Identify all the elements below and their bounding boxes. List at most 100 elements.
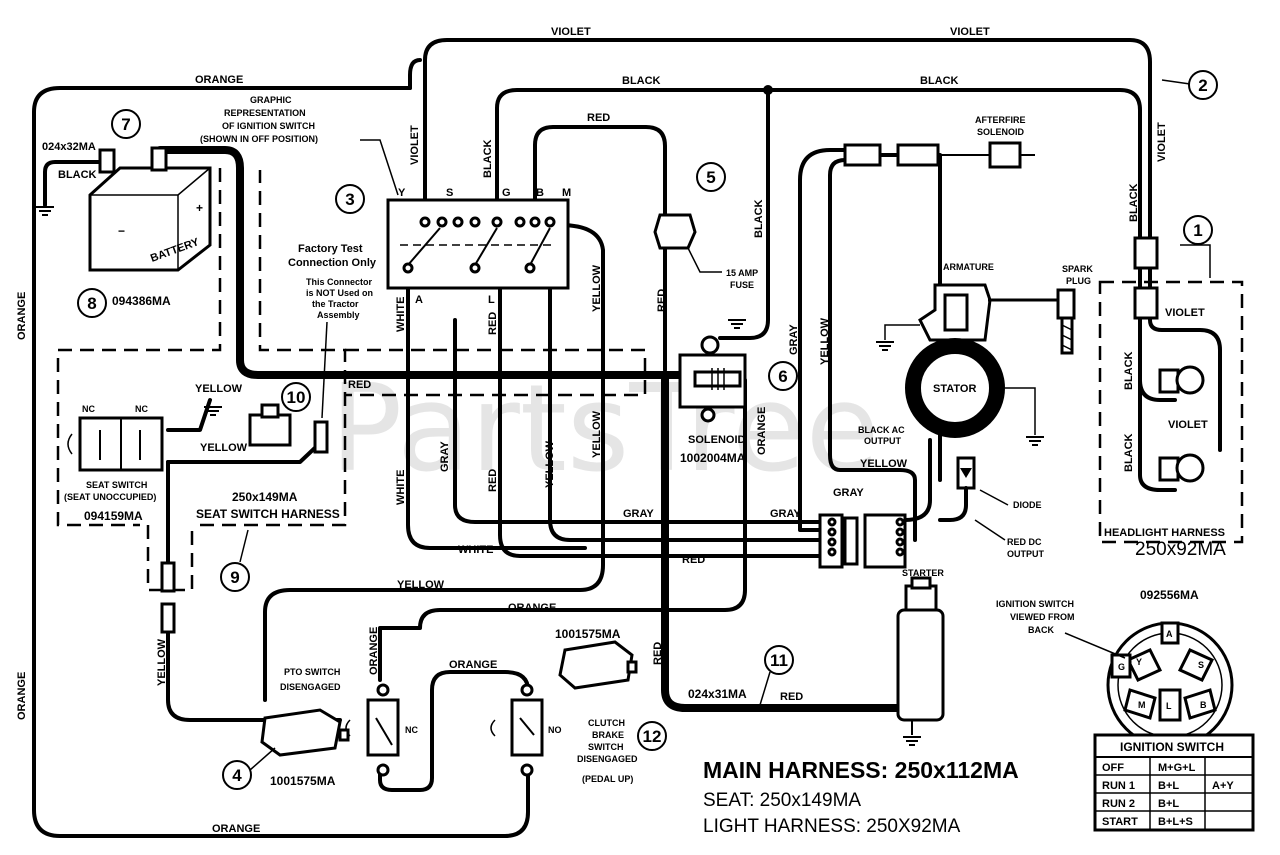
svg-text:3: 3 [345,190,354,209]
callout-3: 3 [335,184,365,214]
svg-text:12: 12 [643,727,662,746]
seat-plug-bottom [160,602,176,634]
red-dc-label-2: OUTPUT [1007,549,1045,559]
svg-text:11: 11 [770,651,788,670]
clutch-label-1: CLUTCH [588,718,625,728]
ground-symbol [903,736,921,746]
solenoid-label: SOLENOID [688,434,746,446]
label-red-starter-vert: RED [652,642,664,665]
factory-test-note-2: is NOT Used on [306,288,373,298]
sw-caption-4: (SHOWN IN OFF POSITION) [200,134,318,144]
clutch-label-4: DISENGAGED [577,754,638,764]
clutch-part: 1001575MA [555,627,621,641]
clutch-label-2: BRAKE [592,730,624,740]
label-violet-top-left: VIOLET [551,26,591,38]
ignition-switch [386,198,570,290]
label-violet-headlight-1: VIOLET [1165,307,1205,319]
label-orange-bottom: ORANGE [212,823,260,835]
label-black-top-left: BLACK [622,75,661,87]
label-yellow-4: YELLOW [819,317,831,365]
stator [905,338,1005,438]
label-orange-mid: ORANGE [508,602,556,614]
solenoid-part: 1002004MA [680,451,746,465]
sw-caption-3: OF IGNITION SWITCH [222,121,315,131]
svg-text:7: 7 [121,115,130,134]
factory-test-connector [313,420,329,454]
fuse-label-2: FUSE [730,280,754,290]
callout-12: 12 [637,721,667,751]
callout-8: 8 [77,288,107,318]
ignition-back-leader [1064,632,1126,659]
seat-switch [67,416,164,472]
label-red-vert-2: RED [487,469,499,492]
callout-2-leader [1161,79,1191,85]
table-row-0-c1: M+G+L [1158,762,1196,774]
wire-gray-stator [798,148,852,532]
table-row-2-c1: B+L [1158,798,1179,810]
starter-solenoid [678,335,747,423]
armature [918,283,1060,342]
label-white-1: WHITE [395,297,407,332]
back-term-b: B [1200,700,1207,710]
callout-6: 6 [768,361,798,391]
label-violet-right: VIOLET [1156,122,1168,162]
pto-contact-label: NC [405,725,418,735]
seat-harness-part: 250x149MA [232,490,298,504]
wire-yellow-seat [166,398,212,432]
seat-nc-2: NC [135,404,148,414]
label-yellow-1: YELLOW [591,264,603,312]
junction-dot [763,85,773,95]
table-row-1-pos: RUN 1 [1102,780,1135,792]
label-black-right: BLACK [1128,183,1140,222]
headlight-harness-part: 250x92MA [1135,539,1226,560]
headlight-connector [1133,236,1159,320]
ground-symbol [728,319,746,329]
wire-black-headlight-2 [1138,378,1177,492]
svg-text:8: 8 [87,294,96,313]
afterfire-solenoid [843,141,1035,169]
back-term-s: S [1198,660,1204,670]
armature-label: ARMATURE [943,262,994,272]
label-violet-switch: VIOLET [409,125,421,165]
back-term-a: A [1166,629,1173,639]
svg-text:1: 1 [1193,221,1202,240]
label-gray-2: GRAY [770,508,801,520]
battery-part: 094386MA [112,294,171,308]
sw-term-g: G [502,187,511,199]
svg-text:4: 4 [232,766,242,785]
ground-symbol [204,406,222,416]
callout-1-leader [1180,244,1211,278]
label-yellow-2: YELLOW [591,410,603,458]
wire-yellow-2 [263,223,605,702]
wire-gray-1 [453,318,822,524]
clutch-label-5: (PEDAL UP) [582,774,633,784]
test-plug-10 [248,403,292,447]
pto-label-1: PTO SWITCH [284,667,340,677]
wire-black-battery [43,160,102,207]
label-red-top: RED [587,112,610,124]
starter-motor [896,576,945,735]
svg-text:2: 2 [1198,76,1207,95]
label-yellow-seat: YELLOW [195,383,243,395]
callout-10: 10 [281,382,311,412]
callout-5: 5 [696,162,726,192]
headlight-bulb-1 [1158,365,1205,395]
label-gray-4: GRAY [788,324,800,355]
spark-plug-label-1: SPARK [1062,264,1093,274]
label-red-lower: RED [682,554,705,566]
back-term-l: L [1166,701,1172,711]
factory-test-title-1: Factory Test [298,243,363,255]
table-row-1-c1: B+L [1158,780,1179,792]
ground-symbol [36,206,54,216]
headlight-bulb-2 [1158,453,1205,483]
wire-orange-top-loop [408,58,422,90]
label-white-2: WHITE [395,470,407,505]
sw-term-m: M [562,187,571,199]
pto-label-2: DISENGAGED [280,682,341,692]
label-black-battery: BLACK [58,169,97,181]
label-orange-top: ORANGE [195,74,243,86]
label-yellow-left: YELLOW [156,638,168,686]
label-yellow-bottom: YELLOW [397,579,445,591]
seat-switch-label-2: (SEAT UNOCCUPIED) [64,492,156,502]
ignition-table [1093,733,1255,832]
